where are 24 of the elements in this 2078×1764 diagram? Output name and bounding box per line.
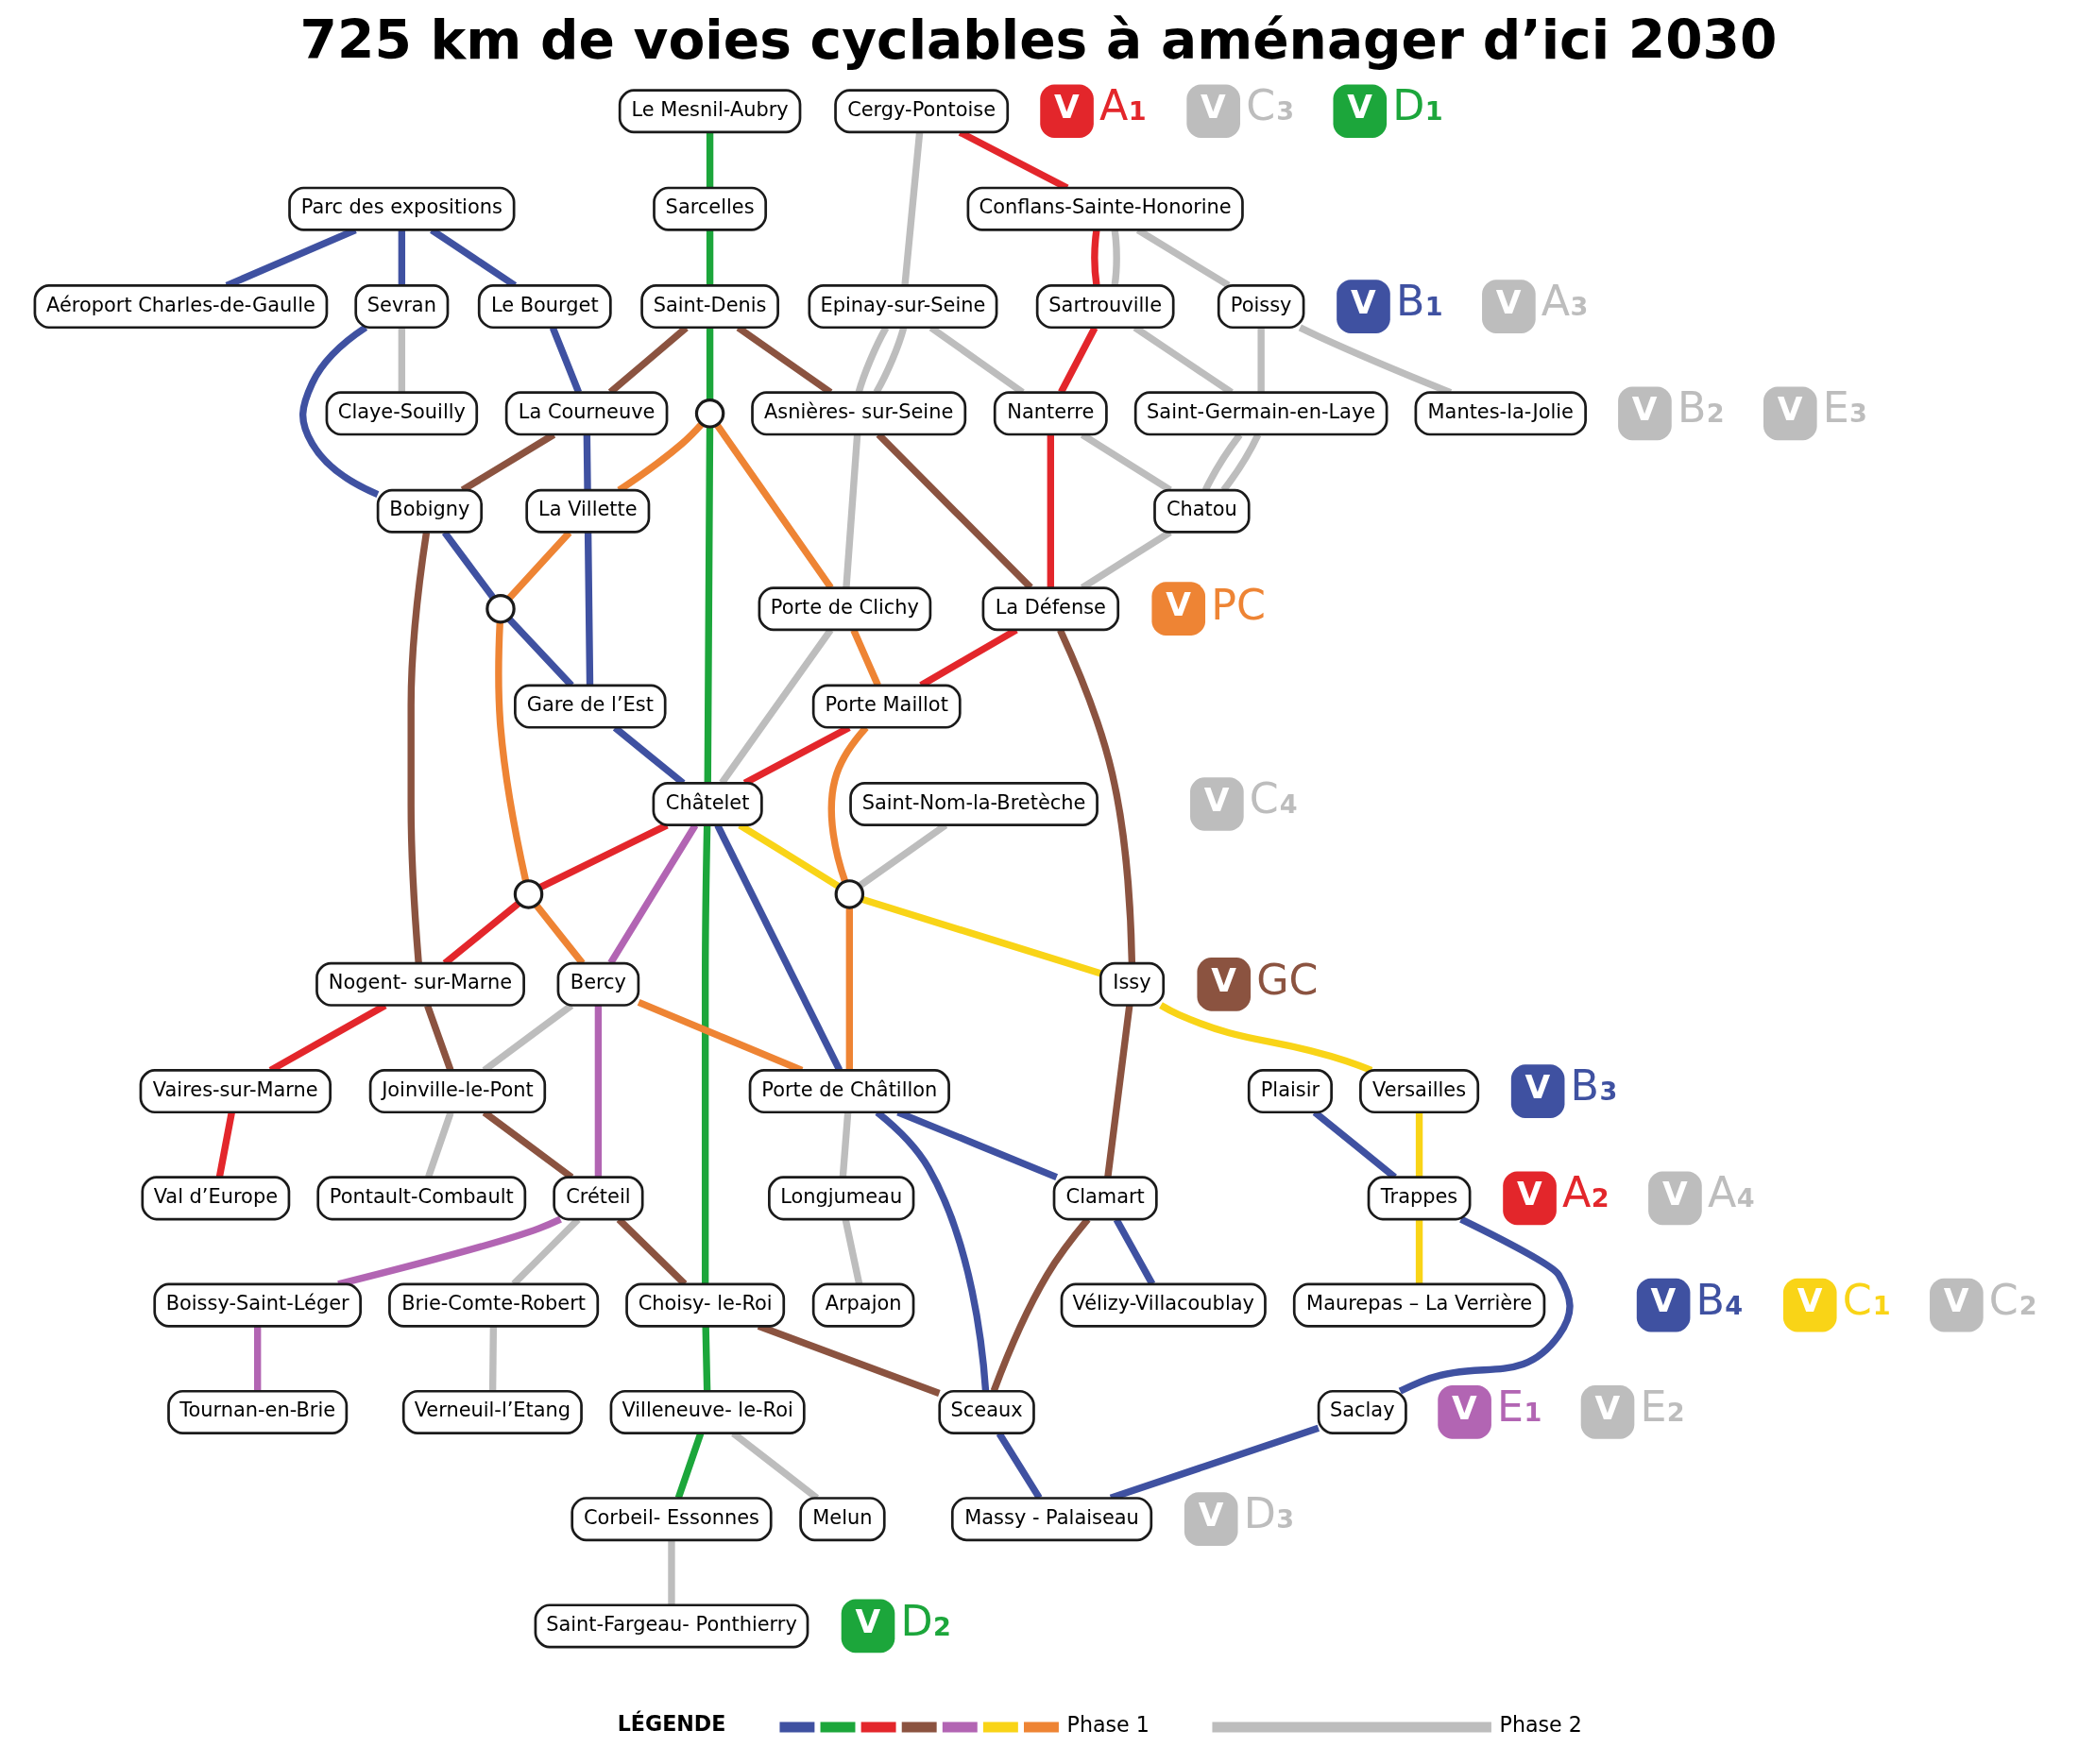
label: V D1: [1347, 81, 1443, 130]
legend-label: Phase 1: [1066, 1712, 1150, 1738]
label: V C4: [1203, 774, 1298, 823]
label: V GC: [1211, 956, 1319, 1005]
label: V D3: [1198, 1489, 1294, 1538]
label: V E1: [1452, 1382, 1542, 1431]
label: V B3: [1524, 1061, 1618, 1111]
label: V A1: [1054, 81, 1147, 130]
label: V D2: [855, 1596, 951, 1645]
label: V A4: [1661, 1168, 1755, 1217]
diagram-title: 725 km de voies cyclables à aménager d’ici 2030: [299, 8, 1778, 72]
label: V A3: [1495, 277, 1589, 326]
label: V C1: [1797, 1275, 1891, 1324]
label: V C3: [1201, 81, 1294, 130]
label: V PC: [1166, 580, 1266, 629]
label: V A2: [1516, 1168, 1610, 1217]
label: V E2: [1594, 1382, 1685, 1431]
label: V B1: [1350, 277, 1443, 326]
label: V E3: [1777, 383, 1867, 433]
label: LÉGENDE: [617, 1711, 726, 1737]
legend-label: Phase 2: [1499, 1712, 1582, 1738]
label: V C2: [1943, 1275, 2037, 1324]
label: V B2: [1631, 383, 1725, 433]
label: V B4: [1650, 1275, 1744, 1324]
